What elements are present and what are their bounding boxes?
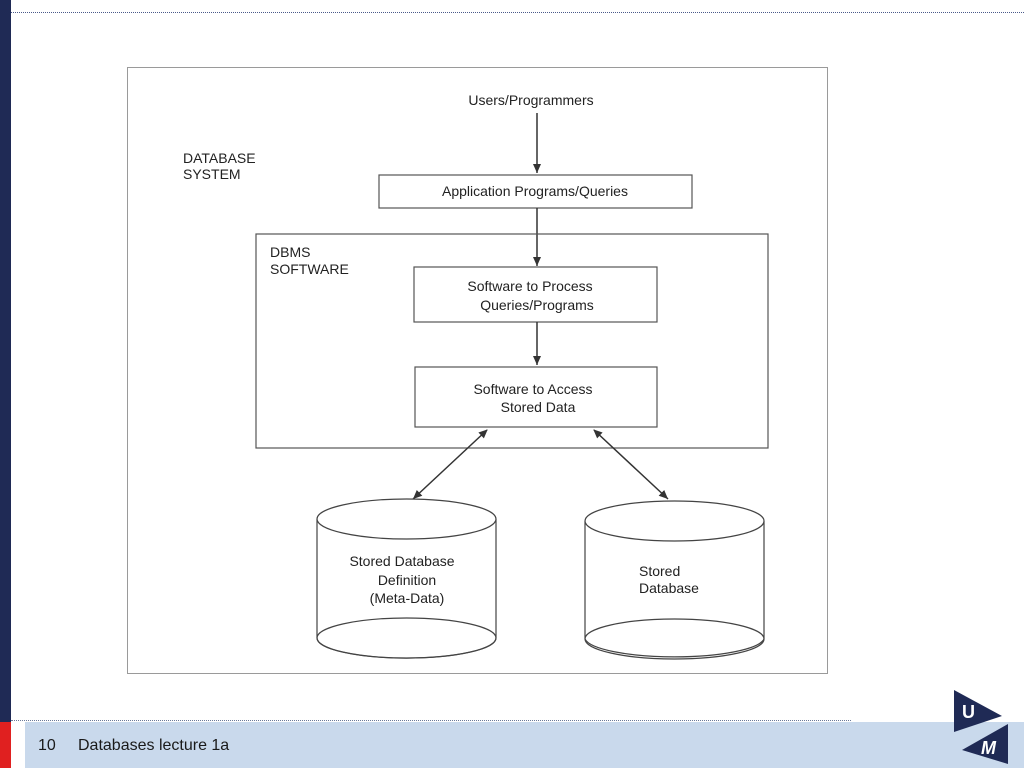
arrow-access-to-database	[593, 429, 669, 500]
process-software-box	[413, 266, 658, 323]
access-software-box	[414, 366, 658, 428]
left-sidebar-bar	[0, 0, 11, 722]
process-software-label-1: Software to Process	[467, 278, 592, 294]
metadata-label-1: Stored Database	[349, 553, 454, 569]
access-software-label-1: Software to Access	[473, 381, 592, 397]
application-programs-label: Application Programs/Queries	[442, 183, 628, 199]
access-software-label-2: Stored Data	[501, 399, 576, 415]
footer-band	[11, 722, 1024, 768]
footer-title: Databases lecture 1a	[78, 737, 230, 754]
university-logo: U M	[950, 690, 1012, 764]
logo-letter-m: M	[981, 738, 997, 758]
stored-database-label-2: Database	[639, 580, 699, 596]
metadata-label-2: Definition	[378, 572, 436, 588]
logo-graphic: U M	[954, 690, 1008, 764]
database-system-label-1: DATABASE	[183, 150, 256, 166]
footer-dotted-rule	[11, 720, 851, 721]
database-system-label-2: SYSTEM	[183, 166, 241, 182]
slide-number: 10	[38, 737, 56, 754]
application-programs-box	[378, 174, 693, 209]
stored-database-cylinder	[584, 500, 765, 660]
dbms-label-1: DBMS	[270, 244, 310, 260]
logo-letter-u: U	[962, 702, 975, 722]
process-software-label-2: Queries/Programs	[480, 297, 594, 313]
figure-frame: Users/Programmers DATABASE SYSTEM Applic…	[127, 67, 828, 674]
users-label: Users/Programmers	[468, 92, 593, 108]
stored-database-label-1: Stored	[639, 563, 680, 579]
left-accent-red	[0, 722, 11, 768]
metadata-cylinder	[316, 498, 497, 659]
top-dotted-rule	[11, 12, 1024, 13]
metadata-label-3: (Meta-Data)	[370, 590, 445, 606]
dbms-software-box	[255, 233, 769, 449]
dbms-label-2: SOFTWARE	[270, 261, 349, 277]
dbms-architecture-diagram: Users/Programmers DATABASE SYSTEM Applic…	[183, 92, 769, 660]
footer-left-strip	[11, 722, 25, 768]
arrow-access-to-metadata	[412, 429, 488, 500]
